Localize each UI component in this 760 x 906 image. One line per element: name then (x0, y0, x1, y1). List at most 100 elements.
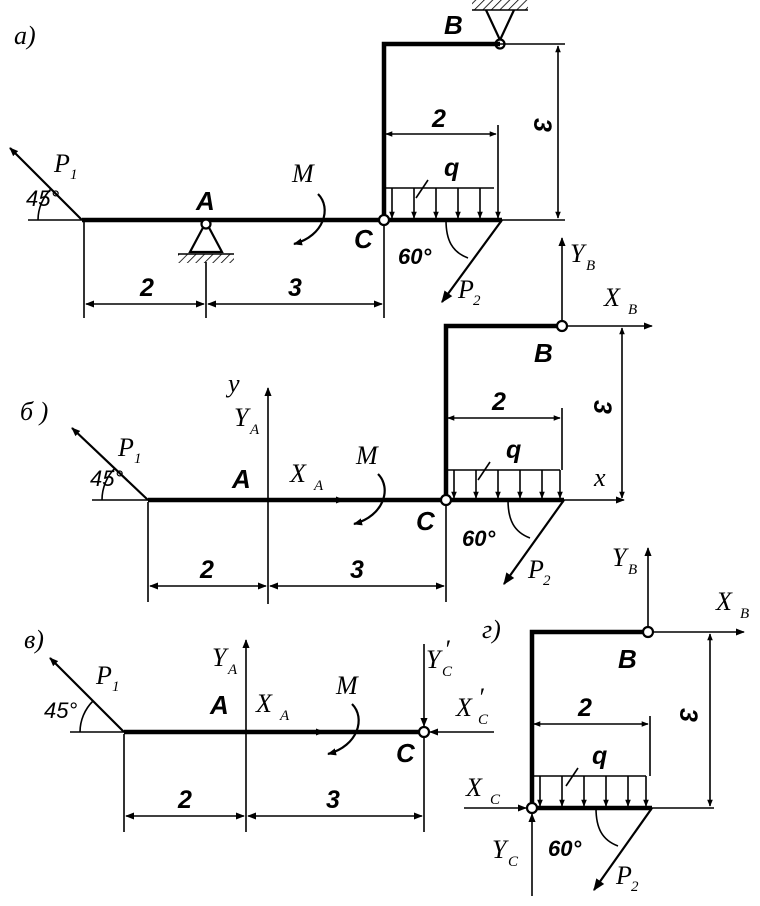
svg-text:M: M (335, 671, 359, 700)
force-p2-arrow (441, 219, 503, 303)
svg-text:B: B (534, 338, 553, 368)
svg-text:Y: Y (492, 835, 509, 864)
force-p1-arrow (71, 427, 149, 501)
svg-text:1: 1 (70, 167, 78, 183)
svg-text:Y: Y (612, 543, 629, 572)
svg-text:A: A (279, 708, 290, 724)
svg-text:2: 2 (631, 879, 639, 895)
svg-text:A: A (249, 422, 260, 438)
svg-text:3: 3 (674, 708, 702, 722)
distributed-load-q: q (384, 154, 501, 219)
svg-text:A: A (227, 662, 238, 678)
svg-text:2: 2 (473, 293, 481, 309)
svg-text:q: q (592, 742, 607, 770)
svg-text:Y: Y (212, 643, 229, 672)
svg-text:C: C (490, 792, 501, 808)
svg-text:′: ′ (478, 683, 484, 712)
force-p2-arrow (503, 499, 565, 585)
svg-text:1: 1 (134, 451, 142, 467)
svg-text:45°: 45° (44, 698, 77, 723)
svg-text:C: C (508, 854, 519, 870)
svg-text:B: B (586, 258, 595, 274)
svg-text:2: 2 (577, 694, 592, 722)
svg-text:3: 3 (350, 556, 364, 584)
svg-text:B: B (628, 562, 637, 578)
panel-label-b: б ) (20, 397, 48, 426)
svg-text:P: P (615, 861, 632, 890)
svg-text:C: C (396, 738, 416, 768)
hinge-c (525, 801, 539, 815)
panel-v: в) Y A X A Y ′ C X ′ C 45° P 1 M A C (24, 625, 494, 832)
svg-text:B: B (444, 10, 463, 40)
force-p1-arrow (9, 147, 83, 221)
distributed-load-q: q (446, 436, 563, 499)
svg-text:P: P (117, 433, 134, 462)
panel-label-v: в) (24, 625, 44, 654)
svg-text:60°: 60° (548, 836, 581, 861)
moment-m (353, 473, 386, 526)
panel-label-a: a) (14, 21, 36, 50)
svg-text:B: B (740, 606, 749, 622)
svg-text:2: 2 (177, 786, 192, 814)
moment-m (327, 703, 360, 756)
svg-text:A: A (231, 464, 251, 494)
svg-text:Y: Y (234, 403, 251, 432)
svg-text:X: X (603, 283, 621, 312)
hinge-c (377, 213, 391, 227)
svg-text:′: ′ (444, 635, 450, 664)
svg-text:y: y (225, 369, 240, 398)
svg-text:B: B (618, 644, 637, 674)
svg-text:C: C (442, 664, 453, 680)
svg-text:A: A (313, 478, 324, 494)
svg-text:A: A (195, 186, 215, 216)
svg-text:P: P (95, 661, 112, 690)
svg-text:2: 2 (199, 556, 214, 584)
svg-text:3: 3 (528, 118, 556, 132)
svg-text:C: C (478, 712, 489, 728)
svg-text:A: A (209, 690, 229, 720)
svg-text:60°: 60° (398, 244, 431, 269)
frame-column (443, 323, 560, 500)
svg-text:M: M (291, 159, 315, 188)
svg-text:60°: 60° (462, 526, 495, 551)
panel-label-g: г) (482, 615, 501, 644)
panel-b: б ) Y B X B B x y Y A X A 45° P 1 (20, 237, 653, 604)
svg-text:X: X (289, 459, 307, 488)
force-p2-arrow (593, 807, 653, 891)
svg-text:Y: Y (426, 645, 443, 674)
svg-text:Y: Y (570, 239, 587, 268)
panel-a: a) 45° P 1 (9, 0, 565, 318)
svg-text:P: P (53, 149, 70, 178)
svg-text:2: 2 (543, 573, 551, 589)
svg-text:X: X (455, 693, 473, 722)
svg-text:45°: 45° (90, 466, 123, 491)
svg-text:P: P (457, 275, 474, 304)
svg-text:2: 2 (139, 274, 154, 302)
frame-column (529, 629, 648, 808)
frame-column (381, 41, 500, 220)
svg-text:2: 2 (491, 388, 506, 416)
angle-45: 45° (26, 186, 59, 211)
svg-text:C: C (354, 224, 374, 254)
svg-text:P: P (527, 555, 544, 584)
svg-text:C: C (416, 506, 436, 536)
svg-text:X: X (715, 587, 733, 616)
svg-text:q: q (506, 436, 521, 464)
svg-text:3: 3 (326, 786, 340, 814)
svg-text:1: 1 (112, 679, 120, 695)
svg-text:X: X (465, 773, 483, 802)
svg-text:X: X (255, 689, 273, 718)
svg-text:B: B (628, 302, 637, 318)
svg-text:M: M (355, 441, 379, 470)
svg-text:2: 2 (431, 105, 446, 133)
svg-text:3: 3 (288, 274, 302, 302)
svg-text:q: q (444, 154, 459, 182)
support-a-pin (178, 218, 234, 263)
svg-text:3: 3 (588, 400, 616, 414)
panel-g: г) Y B X B B X C Y C q (464, 543, 749, 896)
moment-m (293, 193, 326, 246)
distributed-load-q: q (532, 742, 649, 807)
force-p1-arrow (49, 657, 125, 733)
hinge-c (439, 493, 453, 507)
